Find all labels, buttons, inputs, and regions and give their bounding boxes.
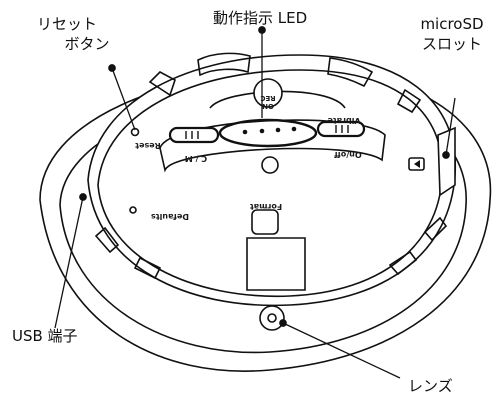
label-on-off: On/off <box>334 150 362 159</box>
callout-reset-line2: ボタン <box>64 35 110 53</box>
led-cluster-outline <box>218 118 318 148</box>
callout-usb-port: USB 端子 <box>12 327 78 345</box>
callout-microsd-line2: スロット <box>421 35 482 53</box>
callout-reset-button: リセット ボタン <box>12 14 122 54</box>
clip-top-right <box>327 57 374 88</box>
label-rec: REC <box>260 94 275 102</box>
label-defaults: Defaults <box>151 212 189 221</box>
label-on: ON <box>262 102 274 110</box>
clip-bottom-left-2 <box>133 256 162 280</box>
on-rec-button <box>253 78 283 108</box>
callout-lens: レンズ <box>408 377 453 395</box>
clip-top-mid <box>197 52 251 77</box>
c-m-switch <box>168 126 220 144</box>
vibrate-switch <box>316 120 366 138</box>
label-reset: Reset <box>135 141 161 150</box>
clip-bottom-left <box>94 226 120 254</box>
led-dot-3 <box>275 127 281 133</box>
led-dot-1 <box>242 129 248 135</box>
label-format: Format <box>250 202 282 211</box>
clip-bottom-right <box>388 250 418 276</box>
label-vibrate: Vibrate <box>327 116 361 125</box>
led-dot-4 <box>291 126 297 132</box>
callout-microsd-line1: microSD <box>420 15 484 33</box>
callout-reset-line1: リセット <box>36 15 97 33</box>
clip-right-top <box>396 88 422 114</box>
led-dot-2 <box>259 128 265 134</box>
center-hole <box>261 156 279 174</box>
lens-inner <box>267 313 277 323</box>
indicator-box <box>408 157 425 171</box>
clip-top-left <box>148 71 176 97</box>
clip-right-bottom <box>423 216 448 242</box>
cover-flap <box>246 237 306 291</box>
leader-lens <box>282 322 401 379</box>
leader-microsd <box>445 97 456 156</box>
leader-usb <box>54 196 84 329</box>
indicator-triangle <box>414 160 420 168</box>
callout-microsd-slot: microSD スロット <box>410 14 494 54</box>
format-button <box>251 209 279 235</box>
label-c-m: C / M <box>185 154 207 163</box>
microsd-slot-shape <box>437 126 456 197</box>
leader-reset <box>111 67 136 131</box>
lens-outer <box>259 305 285 331</box>
callout-status-led: 動作指示 LED <box>213 9 308 27</box>
defaults-hole <box>129 206 137 214</box>
